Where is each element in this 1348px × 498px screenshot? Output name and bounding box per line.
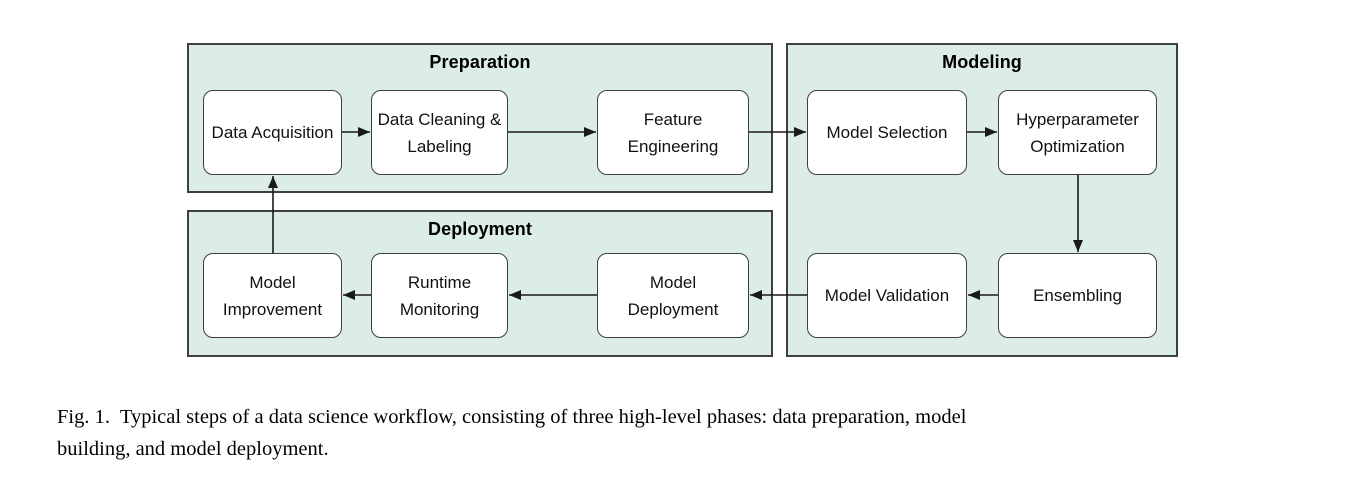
figure-caption: Fig. 1. Typical steps of a data science … [57, 401, 1327, 465]
node-model-selection: Model Selection [807, 90, 967, 175]
panel-deployment-title: Deployment [427, 219, 533, 239]
node-feature-engineering: Feature Engineering [597, 90, 749, 175]
node-model-deployment: Model Deployment [597, 253, 749, 338]
node-model-validation: Model Validation [807, 253, 967, 338]
caption-line-1: Fig. 1. Typical steps of a data science … [57, 406, 967, 428]
panel-preparation-title: Preparation [429, 52, 531, 72]
node-data-cleaning-labeling: Data Cleaning & Labeling [371, 90, 508, 175]
node-runtime-monitoring: Runtime Monitoring [371, 253, 508, 338]
panel-modeling-title: Modeling [942, 52, 1022, 72]
node-data-acquisition: Data Acquisition [203, 90, 342, 175]
node-model-improvement: Model Improvement [203, 253, 342, 338]
caption-line-2: building, and model deployment. [57, 438, 329, 460]
node-hyperparameter-optimization: Hyperparameter Optimization [998, 90, 1157, 175]
node-ensembling: Ensembling [998, 253, 1157, 338]
